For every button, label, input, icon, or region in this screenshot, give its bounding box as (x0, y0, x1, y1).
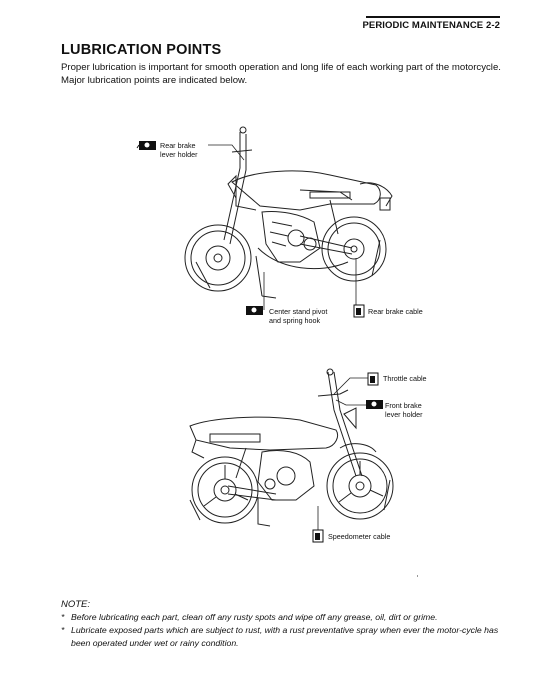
page-title: LUBRICATION POINTS (61, 42, 222, 58)
front-wheel (326, 452, 394, 520)
page-header: PERIODIC MAINTENANCE 2-2 (362, 20, 500, 31)
label-line: lever holder (385, 410, 423, 419)
speedometer-cable-label: Speedometer cable (328, 532, 391, 541)
note-bullet: * (61, 612, 65, 622)
note-text: Before lubricating each part, clean off … (71, 612, 438, 622)
note-bullet: * (61, 625, 65, 635)
scan-speck (417, 575, 418, 577)
grease-gun-icon (136, 141, 156, 150)
grease-gun-icon (366, 400, 383, 409)
intro-line-2: Major lubrication points are indicated b… (61, 75, 248, 86)
grease-gun-icon (246, 306, 263, 315)
center-stand-label: Center stand pivot and spring hook (269, 307, 327, 325)
label-line: Front brake (385, 401, 422, 410)
front-brake-lever-holder-label: Front brake lever holder (385, 401, 423, 419)
rear-wheel (184, 224, 252, 292)
note-item: * Before lubricating each part, clean of… (61, 611, 511, 624)
label-line: Rear brake (160, 141, 196, 150)
oil-can-icon (367, 372, 379, 386)
throttle-cable-label: Throttle cable (383, 374, 427, 383)
label-line: lever holder (160, 150, 198, 159)
label-line: and spring hook (269, 316, 321, 325)
rear-brake-cable-label: Rear brake cable (368, 307, 423, 316)
note-item: * Lubricate exposed parts which are subj… (61, 624, 511, 650)
intro-paragraph: Proper lubrication is important for smoo… (61, 61, 511, 87)
oil-can-icon (312, 529, 324, 543)
note-text: Lubricate exposed parts which are subjec… (71, 625, 499, 648)
note-title: NOTE: (61, 599, 91, 610)
rear-wheel (191, 456, 259, 524)
intro-line-1: Proper lubrication is important for smoo… (61, 62, 501, 73)
oil-can-icon (353, 304, 365, 318)
rear-brake-lever-holder-label: Rear brake lever holder (160, 141, 198, 159)
label-line: Center stand pivot (269, 307, 328, 316)
note-list: * Before lubricating each part, clean of… (61, 611, 511, 650)
header-rule (366, 16, 500, 18)
